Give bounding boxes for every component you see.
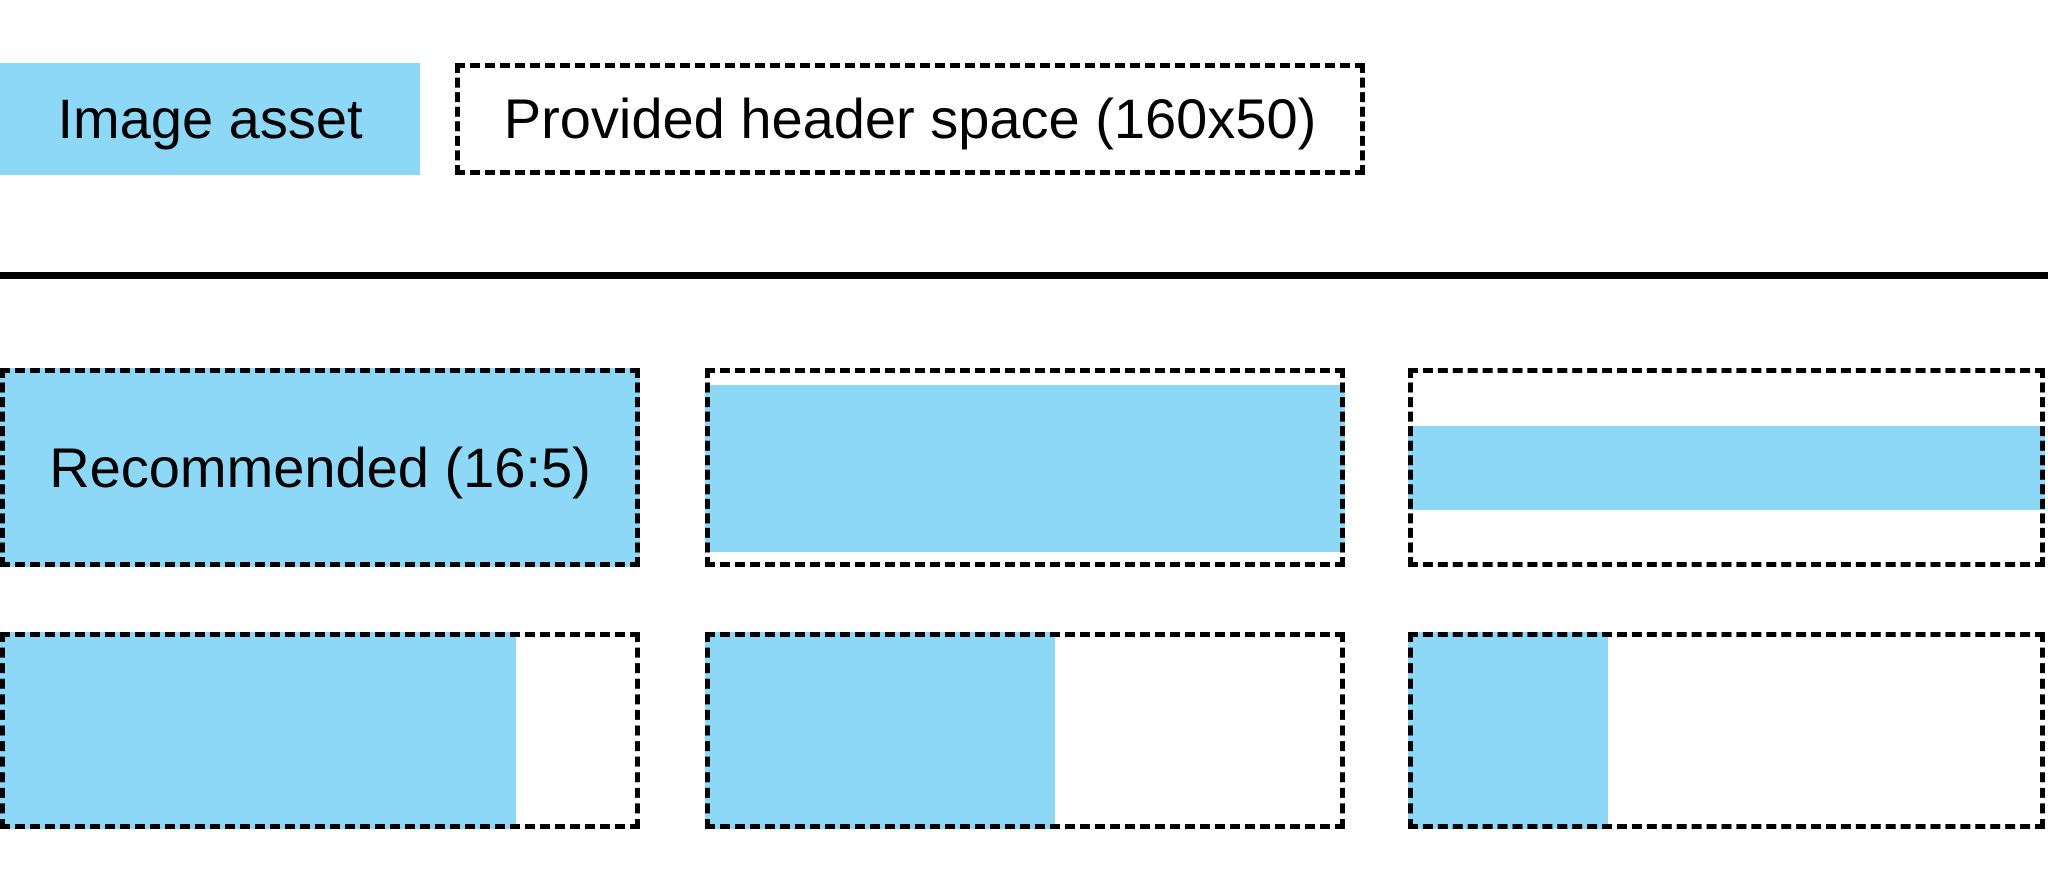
section-divider <box>0 272 2048 279</box>
example-box-wide-letterbox <box>705 368 1345 567</box>
example-box-pillarbox-large <box>0 632 640 829</box>
example-box-wider-letterbox <box>1408 368 2045 567</box>
image-fill-pillarbox-large <box>0 632 516 829</box>
image-fill-wider-thin-band <box>1408 426 2045 510</box>
example-box-pillarbox-medium <box>705 632 1345 829</box>
recommended-label-wrap: Recommended (16:5) <box>0 368 640 567</box>
image-fill-recommended-16x5 <box>0 368 640 567</box>
legend-header-space-box: Provided header space (160x50) <box>455 63 1365 175</box>
image-fill-pillarbox-medium <box>705 632 1055 829</box>
legend-image-asset-swatch: Image asset <box>0 63 420 175</box>
example-box-pillarbox-small <box>1408 632 2045 829</box>
image-fill-wide-letterbox <box>705 385 1345 552</box>
legend-image-asset-label: Image asset <box>57 87 363 150</box>
legend-header-space-label: Provided header space (160x50) <box>503 87 1317 150</box>
example-box-recommended: Recommended (16:5) <box>0 368 640 567</box>
image-fill-pillarbox-small <box>1408 632 1608 829</box>
recommended-label: Recommended (16:5) <box>49 435 591 499</box>
